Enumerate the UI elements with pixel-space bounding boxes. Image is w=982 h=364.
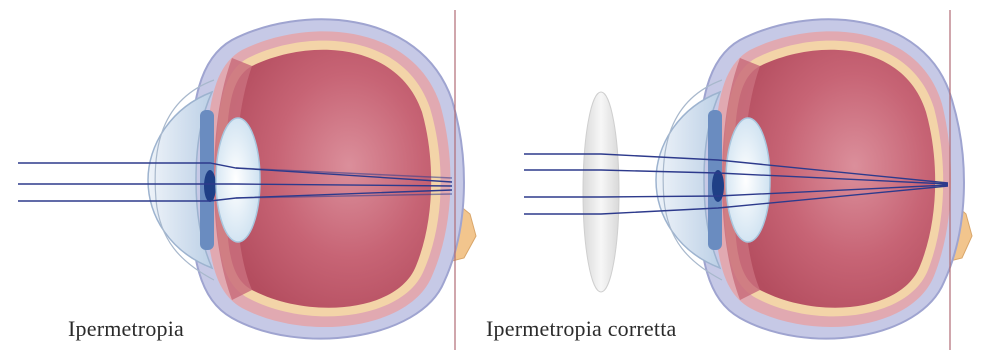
pupil: [204, 170, 216, 202]
eye-left: [18, 19, 476, 338]
caption-hyperopia-corrected: Ipermetropia corretta: [486, 316, 676, 342]
convex-lens-shape: [583, 92, 619, 292]
crystalline-lens: [726, 118, 770, 242]
pupil: [712, 170, 724, 202]
caption-hyperopia: Ipermetropia: [68, 316, 184, 342]
crystalline-lens: [216, 118, 260, 242]
corrective-lens: [583, 92, 619, 292]
